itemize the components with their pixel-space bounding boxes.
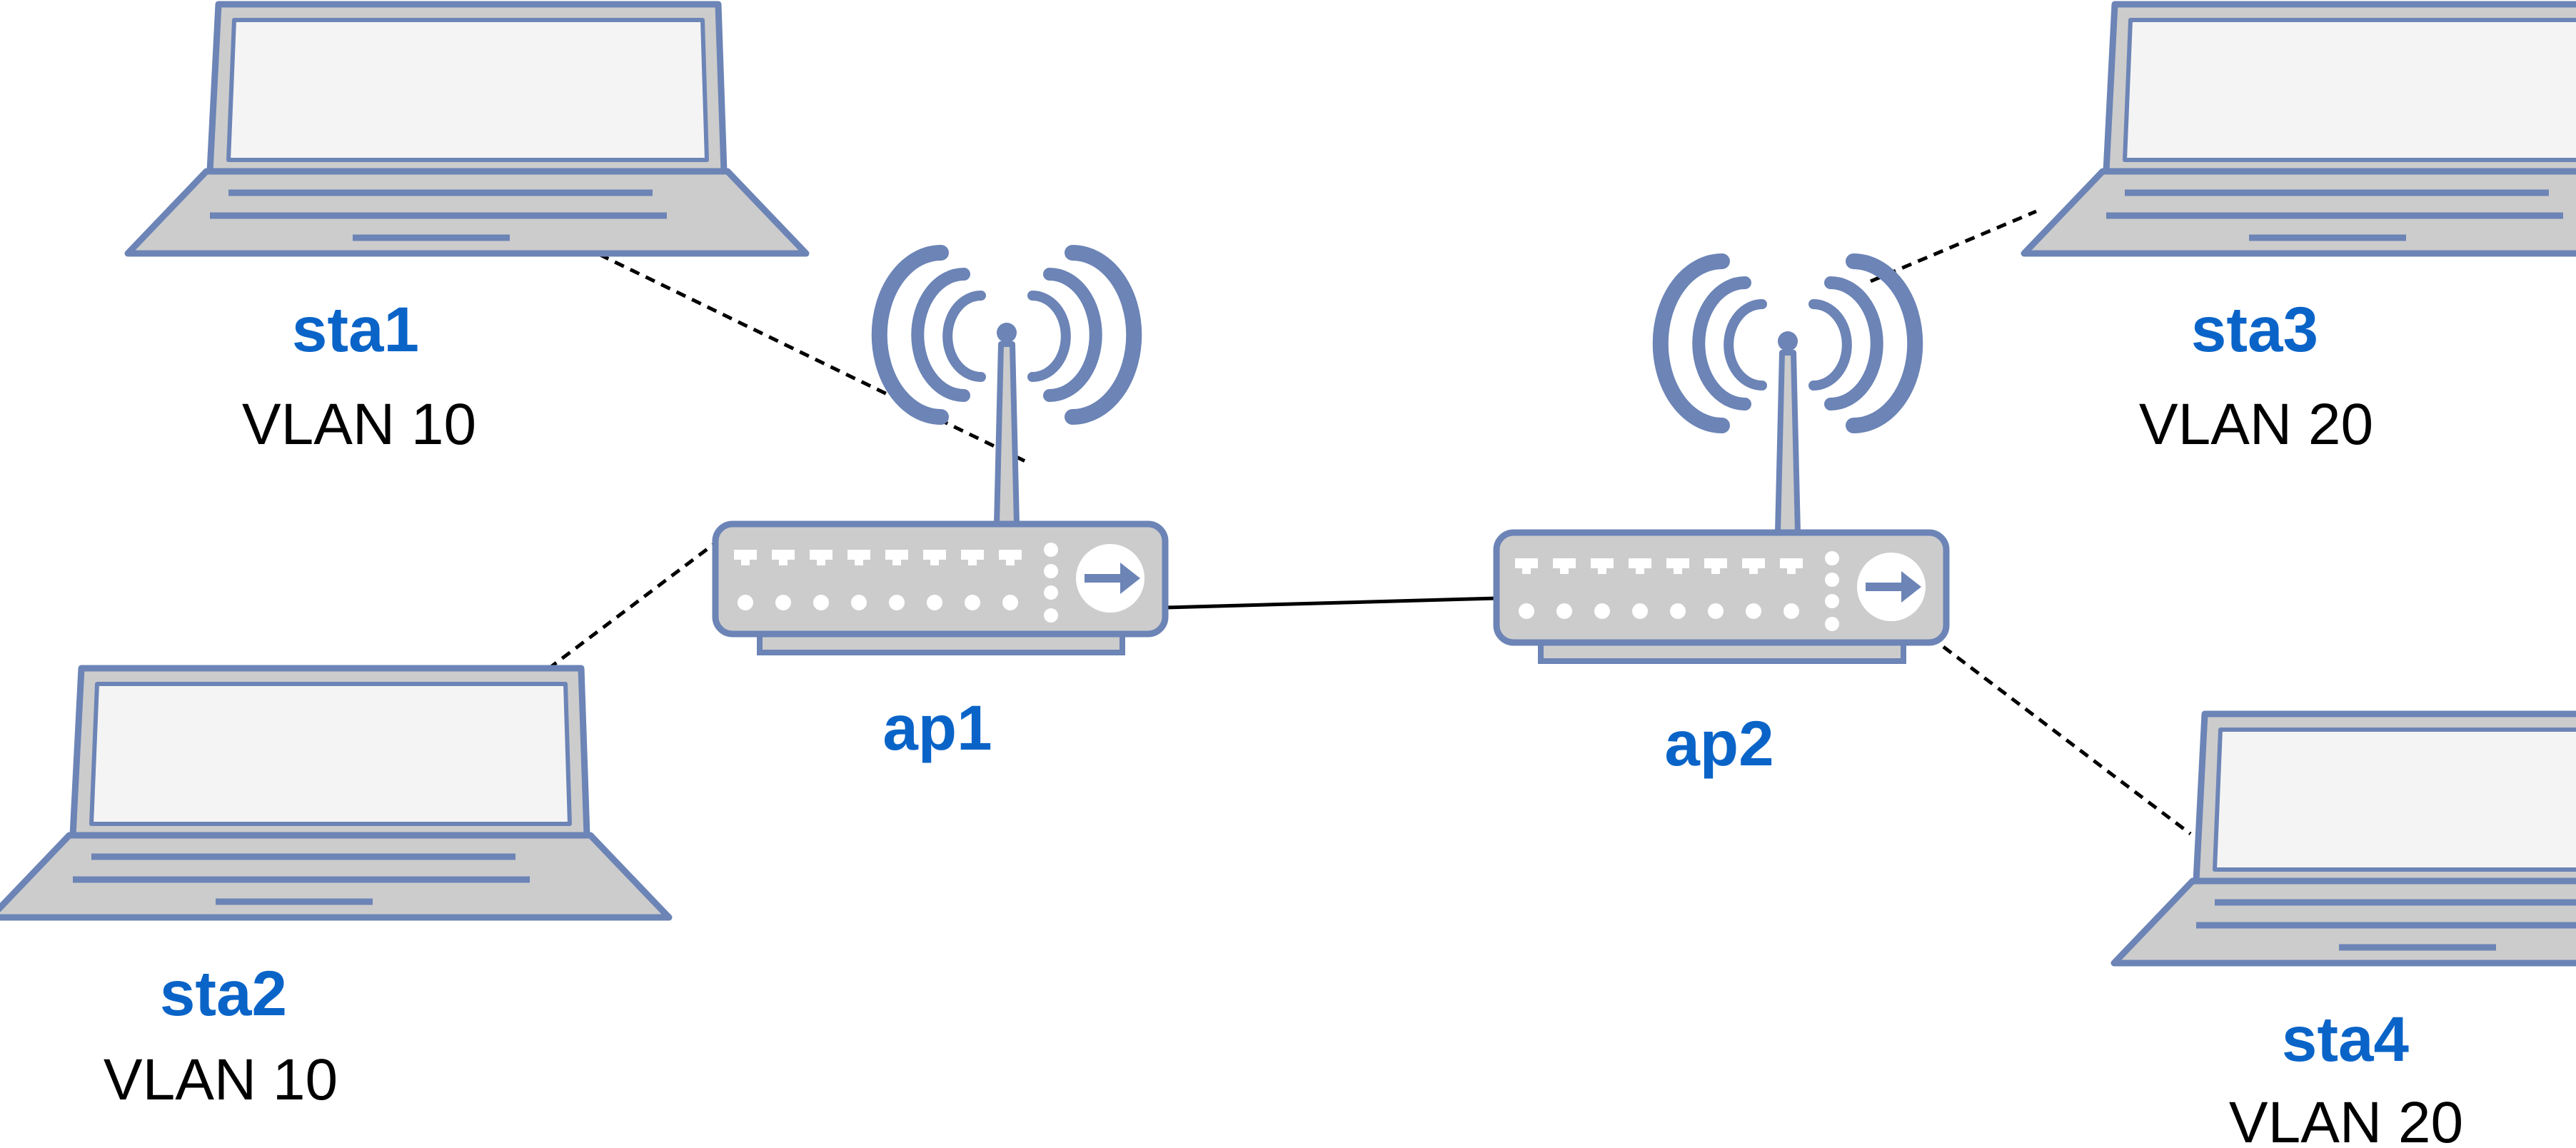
sta2-label: sta2: [160, 957, 287, 1029]
sta3-vlan-label: VLAN 20: [2139, 392, 2373, 457]
ap2-label: ap2: [1664, 708, 1773, 779]
sta1-vlan-label: VLAN 10: [242, 392, 476, 457]
link-sta1-ap1: [583, 245, 1030, 465]
sta3-laptop-icon: [2024, 4, 2576, 253]
sta1-laptop-icon: [128, 4, 806, 253]
sta4-laptop-icon: [2114, 714, 2576, 963]
link-sta3-ap2: [1870, 209, 2037, 283]
ap1-wireless-router-icon: [715, 253, 1165, 653]
sta4-label: sta4: [2282, 1003, 2410, 1074]
sta1-label: sta1: [292, 293, 419, 365]
link-sta4-ap2: [1942, 645, 2192, 835]
sta2-vlan-label: VLAN 10: [104, 1047, 338, 1112]
sta4-vlan-label: VLAN 20: [2229, 1090, 2463, 1148]
sta2-laptop-icon: [0, 668, 669, 917]
sta3-label: sta3: [2191, 293, 2318, 365]
link-ap1-ap2: [1164, 596, 1497, 610]
links-layer: [383, 209, 2192, 835]
ap1-label: ap1: [882, 692, 992, 763]
ap2-wireless-router-icon: [1496, 261, 1946, 661]
